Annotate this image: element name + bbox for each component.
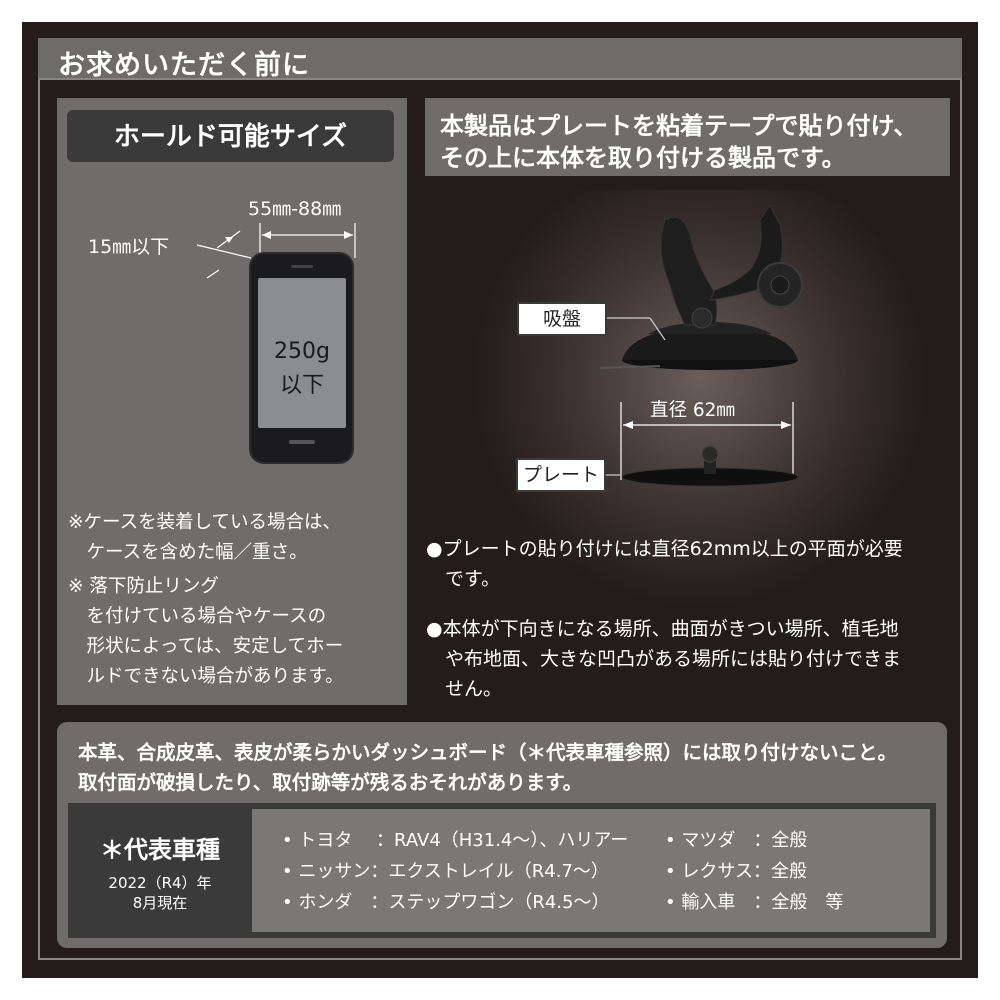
car-item: • トヨタ ：RAV4（H31.4〜）、ハリアー [282,830,629,851]
car-list-area [252,809,930,932]
car-section-title: ＊代表車種 [100,836,220,864]
diameter-label: 直径 62㎜ [650,400,735,421]
note-line: ルドできない場合があります。 [68,666,344,687]
note-line: を付けている場合やケースの [68,606,327,627]
car-item: • マツダ ：全般 [665,830,808,851]
hold-size-title-box [67,110,394,162]
suction-cup-label: 吸盤 [517,302,607,336]
note-line: ※ 落下防止リング [68,576,219,597]
note-line: 形状によっては、安定してホー [68,636,344,657]
product-intro-line: その上に本体を取り付ける製品です。 [440,144,846,172]
hold-size-title: ホールド可能サイズ [113,122,348,152]
warning-line: 本革、合成皮革、表皮が柔らかいダッシュボード（＊代表車種参照）には取り付けないこ… [78,741,898,764]
thickness-label: 15㎜以下 [88,236,170,258]
car-date-line: 8月現在 [132,894,188,912]
car-item: • 輸入車 ：全般 等 [665,892,844,913]
width-range-label: 55㎜-88㎜ [248,198,342,220]
bullet-line: です。 [426,568,501,590]
bullet-line: ●プレートの貼り付けには直径62mm以上の平面が必要 [426,538,903,560]
car-item: • ニッサン：エクストレイル（R4.7〜） [282,861,609,882]
bullet-line: や布地面、大きな凹凸がある場所には貼り付けできま [426,648,902,670]
header-bar [38,38,962,80]
weight-value: 250g [274,339,330,364]
car-date-line: 2022（R4）年 [108,874,212,892]
page-title: お求めいただく前に [58,50,310,81]
mount-illustration [599,204,803,487]
bullet-line: せん。 [426,678,503,700]
car-item: • レクサス：全般 [665,861,807,882]
product-intro-line: 本製品はプレートを粘着テープで貼り付け、 [440,112,918,140]
plate-label: プレート [516,458,606,492]
warning-line: 取付面が破損したり、取付跡等が残るおそれがあります。 [78,771,583,794]
product-glow [470,190,930,610]
note-line: ケースを含めた幅／重さ。 [68,542,308,563]
phone-illustration [196,223,356,464]
car-item: • ホンダ ：ステップワゴン（R4.5〜） [282,892,610,913]
weight-unit: 以下 [279,373,324,398]
note-line: ※ケースを装着している場合は、 [68,512,342,533]
bullet-line: ●本体が下向きになる場所、曲面がきつい場所、植毛地 [426,618,899,640]
product-intro-box [425,98,950,176]
